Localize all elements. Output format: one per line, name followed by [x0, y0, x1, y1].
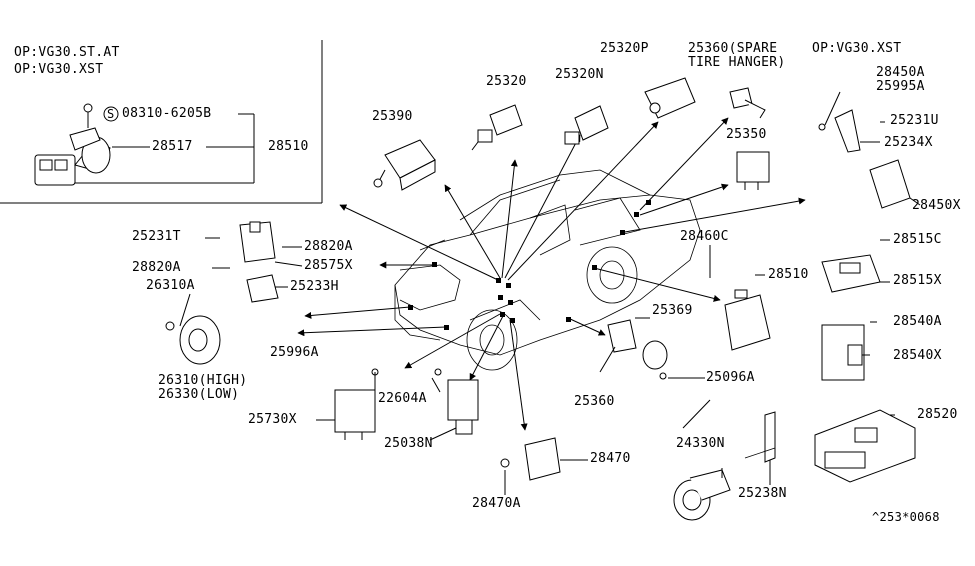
label-28515C: 28515C — [893, 232, 942, 247]
leader-lines — [179, 91, 921, 495]
label-25360-spare: 25360(SPARE — [688, 41, 778, 56]
inset-bolt-symbol-circle — [103, 106, 119, 122]
label-25038N: 25038N — [384, 436, 433, 451]
part-25390-shape — [373, 139, 436, 191]
part-28540X-shape — [821, 324, 865, 381]
label-25390: 25390 — [372, 109, 413, 124]
label-25238N: 25238N — [738, 486, 787, 501]
inset-part-28517-shape — [69, 127, 111, 174]
part-28470-shape — [500, 437, 561, 481]
label-25320P: 25320P — [600, 41, 649, 56]
label-25360-spare-2: TIRE HANGER) — [688, 55, 786, 70]
inset-part-28510: 28510 — [268, 139, 309, 154]
label-26310A: 26310A — [146, 278, 195, 293]
label-28470A: 28470A — [472, 496, 521, 511]
label-25231U: 25231U — [890, 113, 939, 128]
pointer-arrows — [297, 117, 806, 431]
label-25231T: 25231T — [132, 229, 181, 244]
part-28450X-shape — [869, 159, 911, 209]
inset-option-line-2: OP:VG30.XST — [14, 62, 104, 77]
part-25320-shape — [471, 104, 523, 151]
part-25320P-shape — [644, 77, 696, 119]
label-25730X: 25730X — [248, 412, 297, 427]
part-25233H-shape — [246, 274, 279, 303]
label-28470: 28470 — [590, 451, 631, 466]
label-28450X: 28450X — [912, 198, 961, 213]
label-24330N: 24330N — [676, 436, 725, 451]
reference-code: ^253*0068 — [872, 510, 940, 524]
label-28515X: 28515X — [893, 273, 942, 288]
part-25234X-shape — [818, 109, 861, 153]
label-25096A: 25096A — [706, 370, 755, 385]
label-26330-low: 26330(LOW) — [158, 387, 240, 402]
label-25996A: 25996A — [270, 345, 319, 360]
label-25320N: 25320N — [555, 67, 604, 82]
label-25369: 25369 — [652, 303, 693, 318]
label-28450A: 28450A — [876, 65, 925, 80]
truck-component-dots — [408, 200, 651, 330]
part-28515X-shape — [821, 254, 881, 293]
label-22604A: 22604A — [378, 391, 427, 406]
part-28575X-shape — [239, 221, 276, 263]
part-25360-spare-shape — [729, 87, 766, 119]
label-28820A-right: 28820A — [304, 239, 353, 254]
label-25233H: 25233H — [290, 279, 339, 294]
inset-bolt-symbol: S — [107, 107, 115, 121]
part-24330N-shape — [673, 469, 731, 521]
label-28510: 28510 — [768, 267, 809, 282]
part-25320N-shape — [564, 105, 609, 145]
label-25234X: 25234X — [884, 135, 933, 150]
label-28820A-left: 28820A — [132, 260, 181, 275]
part-25238N-bracket — [744, 411, 776, 463]
label-25320: 25320 — [486, 74, 527, 89]
inset-part-28517: 28517 — [152, 139, 193, 154]
label-28460C: 28460C — [680, 229, 729, 244]
label-28540X: 28540X — [893, 348, 942, 363]
label-28575X: 28575X — [304, 258, 353, 273]
label-25995A: 25995A — [876, 79, 925, 94]
part-25038N-shape — [434, 368, 479, 435]
part-25350-shape — [736, 151, 770, 190]
truck-illustration — [394, 169, 701, 371]
part-horn-shape — [165, 315, 221, 365]
inset-bolt-label: 08310-6205B — [122, 106, 212, 121]
label-25350: 25350 — [726, 127, 767, 142]
label-25360-lower: 25360 — [574, 394, 615, 409]
part-25360-low-shape — [607, 319, 668, 380]
label-28540A: 28540A — [893, 314, 942, 329]
option-right: OP:VG30.XST — [812, 41, 902, 56]
label-28520: 28520 — [917, 407, 958, 422]
part-25730X-shape — [334, 368, 379, 440]
label-26310-high: 26310(HIGH) — [158, 373, 248, 388]
part-28520-shape — [814, 409, 916, 483]
inset-option-line-1: OP:VG30.ST.AT — [14, 45, 120, 60]
inset-bolt-icon — [83, 103, 93, 128]
part-28510-shape — [724, 289, 771, 351]
